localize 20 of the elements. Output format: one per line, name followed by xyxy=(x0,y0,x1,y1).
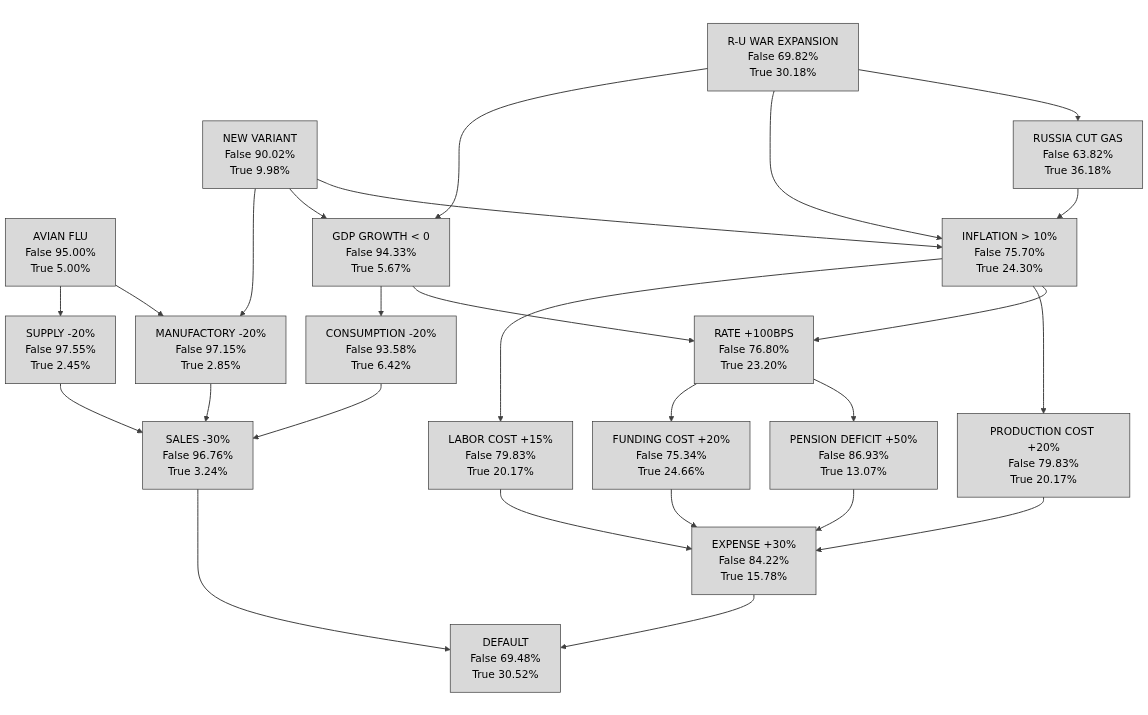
node-box: SALES -30% False 96.76% True 3.24% xyxy=(142,420,254,490)
node-box: DEFAULT False 69.48% True 30.52% xyxy=(449,623,561,693)
node-box: FUNDING COST +20% False 75.34% True 24.66% xyxy=(592,420,751,490)
node-box: RATE +100BPS False 76.80% True 23.20% xyxy=(693,315,814,384)
node-box: CONSUMPTION -20% False 93.58% True 6.42% xyxy=(305,315,457,384)
node-box: R-U WAR EXPANSION False 69.82% True 30.18% xyxy=(707,22,859,92)
node-box: MANUFACTORY -20% False 97.15% True 2.85% xyxy=(135,315,287,384)
node-box: NEW VARIANT False 90.02% True 9.98% xyxy=(202,120,318,189)
node-box: RUSSIA CUT GAS False 63.82% True 36.18% xyxy=(1012,120,1143,189)
arrow xyxy=(815,496,1045,553)
node-box: INFLATION > 10% False 75.70% True 24.30% xyxy=(941,217,1078,287)
node-box: PRODUCTION COST +20% False 79.83% True 20.17% xyxy=(956,412,1131,498)
node-box: PENSION DEFICIT +50% False 86.93% True 13.07% xyxy=(769,420,938,490)
node-box: AVIAN FLU False 95.00% True 5.00% xyxy=(4,217,116,287)
node-box: EXPENSE +30% False 84.22% True 15.78% xyxy=(691,526,817,595)
node-box: LABOR COST +15% False 79.83% True 20.17% xyxy=(428,420,574,490)
arrow xyxy=(316,178,943,250)
node-box: SUPPLY -20% False 97.55% True 2.45% xyxy=(4,315,116,384)
node-box: GDP GROWTH < 0 False 94.33% True 5.67% xyxy=(312,217,451,287)
arrow xyxy=(813,378,857,422)
